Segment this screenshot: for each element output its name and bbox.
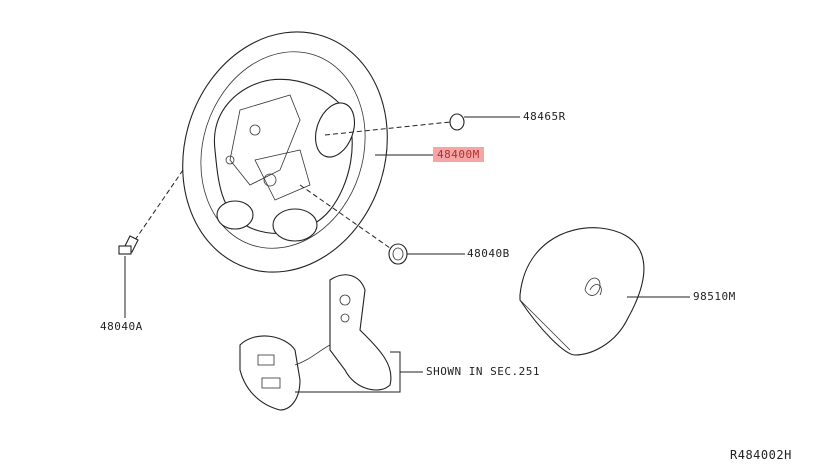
bolt-48040A[interactable]: [118, 235, 139, 255]
label-98510M[interactable]: 98510M: [693, 290, 736, 303]
steering-wheel-48400M[interactable]: [152, 5, 418, 299]
nut-48040B[interactable]: [388, 243, 408, 265]
label-48400M[interactable]: 48400M: [433, 147, 484, 162]
airbag-98510M[interactable]: [519, 227, 645, 356]
label-48465R[interactable]: 48465R: [523, 110, 566, 123]
label-48040B[interactable]: 48040B: [467, 247, 510, 260]
label-shown-in-sec: SHOWN IN SEC.251: [426, 365, 540, 378]
reference-code: R484002H: [730, 448, 792, 462]
label-48040A[interactable]: 48040A: [100, 320, 143, 333]
switch-assembly[interactable]: [239, 274, 392, 411]
cap-48465R[interactable]: [449, 113, 465, 131]
